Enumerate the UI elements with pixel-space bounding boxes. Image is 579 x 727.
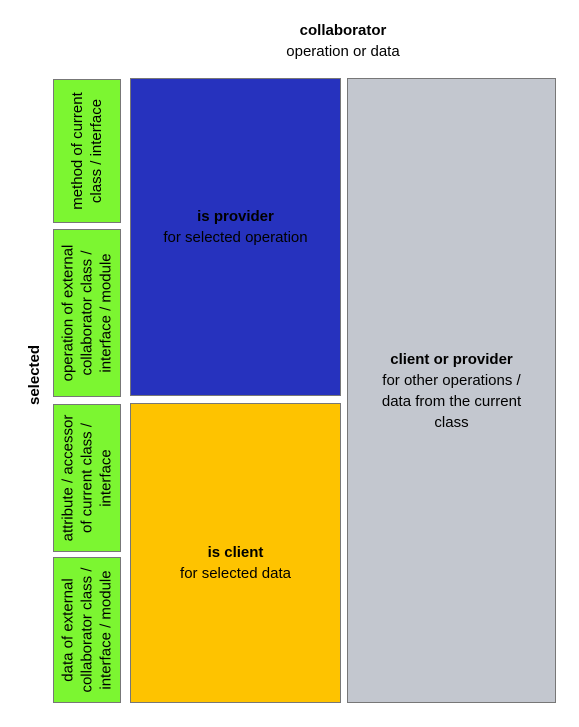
- collaborator-subtitle: operation or data: [286, 43, 400, 60]
- client-or-provider-cell: client or provider for other operations …: [347, 78, 556, 703]
- either-title: client or provider: [390, 350, 513, 368]
- row-data-external: data of external collaborator class / in…: [53, 557, 121, 703]
- row-label-line: attribute / accessor: [59, 414, 77, 542]
- row-label-line: class / interface: [88, 98, 105, 204]
- row-label-line: collaborator class /: [78, 250, 96, 376]
- row-label-line: interface / module: [97, 253, 115, 373]
- client-desc: for selected data: [180, 565, 291, 582]
- row-operation-external: operation of external collaborator class…: [53, 229, 121, 397]
- collaborator-title: collaborator: [299, 22, 387, 39]
- provider-desc: for selected operation: [163, 229, 308, 246]
- either-desc-line: class: [434, 413, 469, 431]
- row-label-line: interface / module: [97, 570, 115, 690]
- row-label-line: of current class /: [78, 422, 96, 534]
- row-attribute-current-class: attribute / accessor of current class / …: [53, 404, 121, 552]
- row-label-line: method of current: [69, 92, 86, 210]
- row-label-line: interface: [97, 449, 115, 507]
- client-title: is client: [207, 544, 264, 561]
- collaborator-header: collaborator operation or data: [130, 20, 556, 62]
- selected-label: selected: [26, 344, 43, 405]
- row-label-line: operation of external: [59, 244, 77, 382]
- row-method-current-class: method of current class / interface: [53, 79, 121, 223]
- row-label-line: data of external: [59, 578, 77, 682]
- client-cell: is client for selected data: [130, 403, 341, 703]
- provider-title: is provider: [197, 208, 274, 225]
- provider-cell: is provider for selected operation: [130, 78, 341, 396]
- either-desc-line: for other operations /: [382, 371, 521, 389]
- either-desc-line: data from the current: [381, 392, 522, 410]
- row-label-line: collaborator class /: [78, 567, 96, 693]
